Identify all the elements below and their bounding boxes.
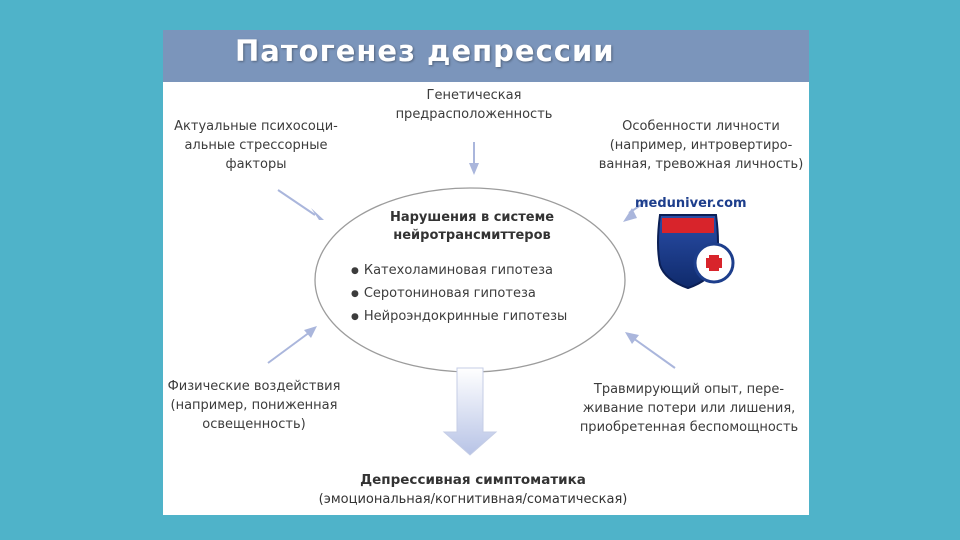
diagram-shapes [267, 142, 735, 456]
arrow-bottom-left [267, 326, 317, 364]
factor-physical: Физические воздействия (например, пониже… [167, 379, 341, 432]
factor-personality: Особенности личности (например, интровер… [598, 119, 804, 172]
factor-genetic: Генетическая предрасположенность [395, 88, 553, 122]
arrow-top-left [277, 189, 324, 220]
down-arrow [442, 367, 498, 456]
list-item: Катехоламиновая гипотеза [351, 260, 567, 283]
watermark-text: meduniver.com [635, 196, 747, 211]
list-item: Серотониновая гипотеза [351, 283, 567, 306]
arrow-top [469, 142, 479, 175]
result-block: Депрессивная симптоматика (эмоциональная… [263, 470, 683, 509]
title-bar: Патогенез депрессии [163, 30, 809, 82]
medical-cross-shield-icon [657, 214, 735, 290]
result-subtitle: (эмоциональная/когнитивная/соматическая) [318, 492, 628, 507]
hypothesis-list: Катехоламиновая гипотеза Серотониновая г… [351, 260, 567, 329]
arrows-group [267, 142, 676, 369]
slide-title: Патогенез депрессии [235, 34, 615, 68]
center-title: Нарушения в системе нейротрансмиттеров [389, 210, 555, 243]
slide: Патогенез депрессии [163, 30, 809, 515]
result-title: Депрессивная симптоматика [360, 472, 586, 488]
list-item: Нейроэндокринные гипотезы [351, 306, 567, 329]
arrow-bottom-right [625, 332, 676, 369]
arrow-top-right [623, 199, 649, 222]
factor-trauma: Травмирующий опыт, пере- живание потери … [579, 382, 799, 435]
factor-stress: Актуальные психосоци- альные стрессорные… [174, 119, 338, 172]
